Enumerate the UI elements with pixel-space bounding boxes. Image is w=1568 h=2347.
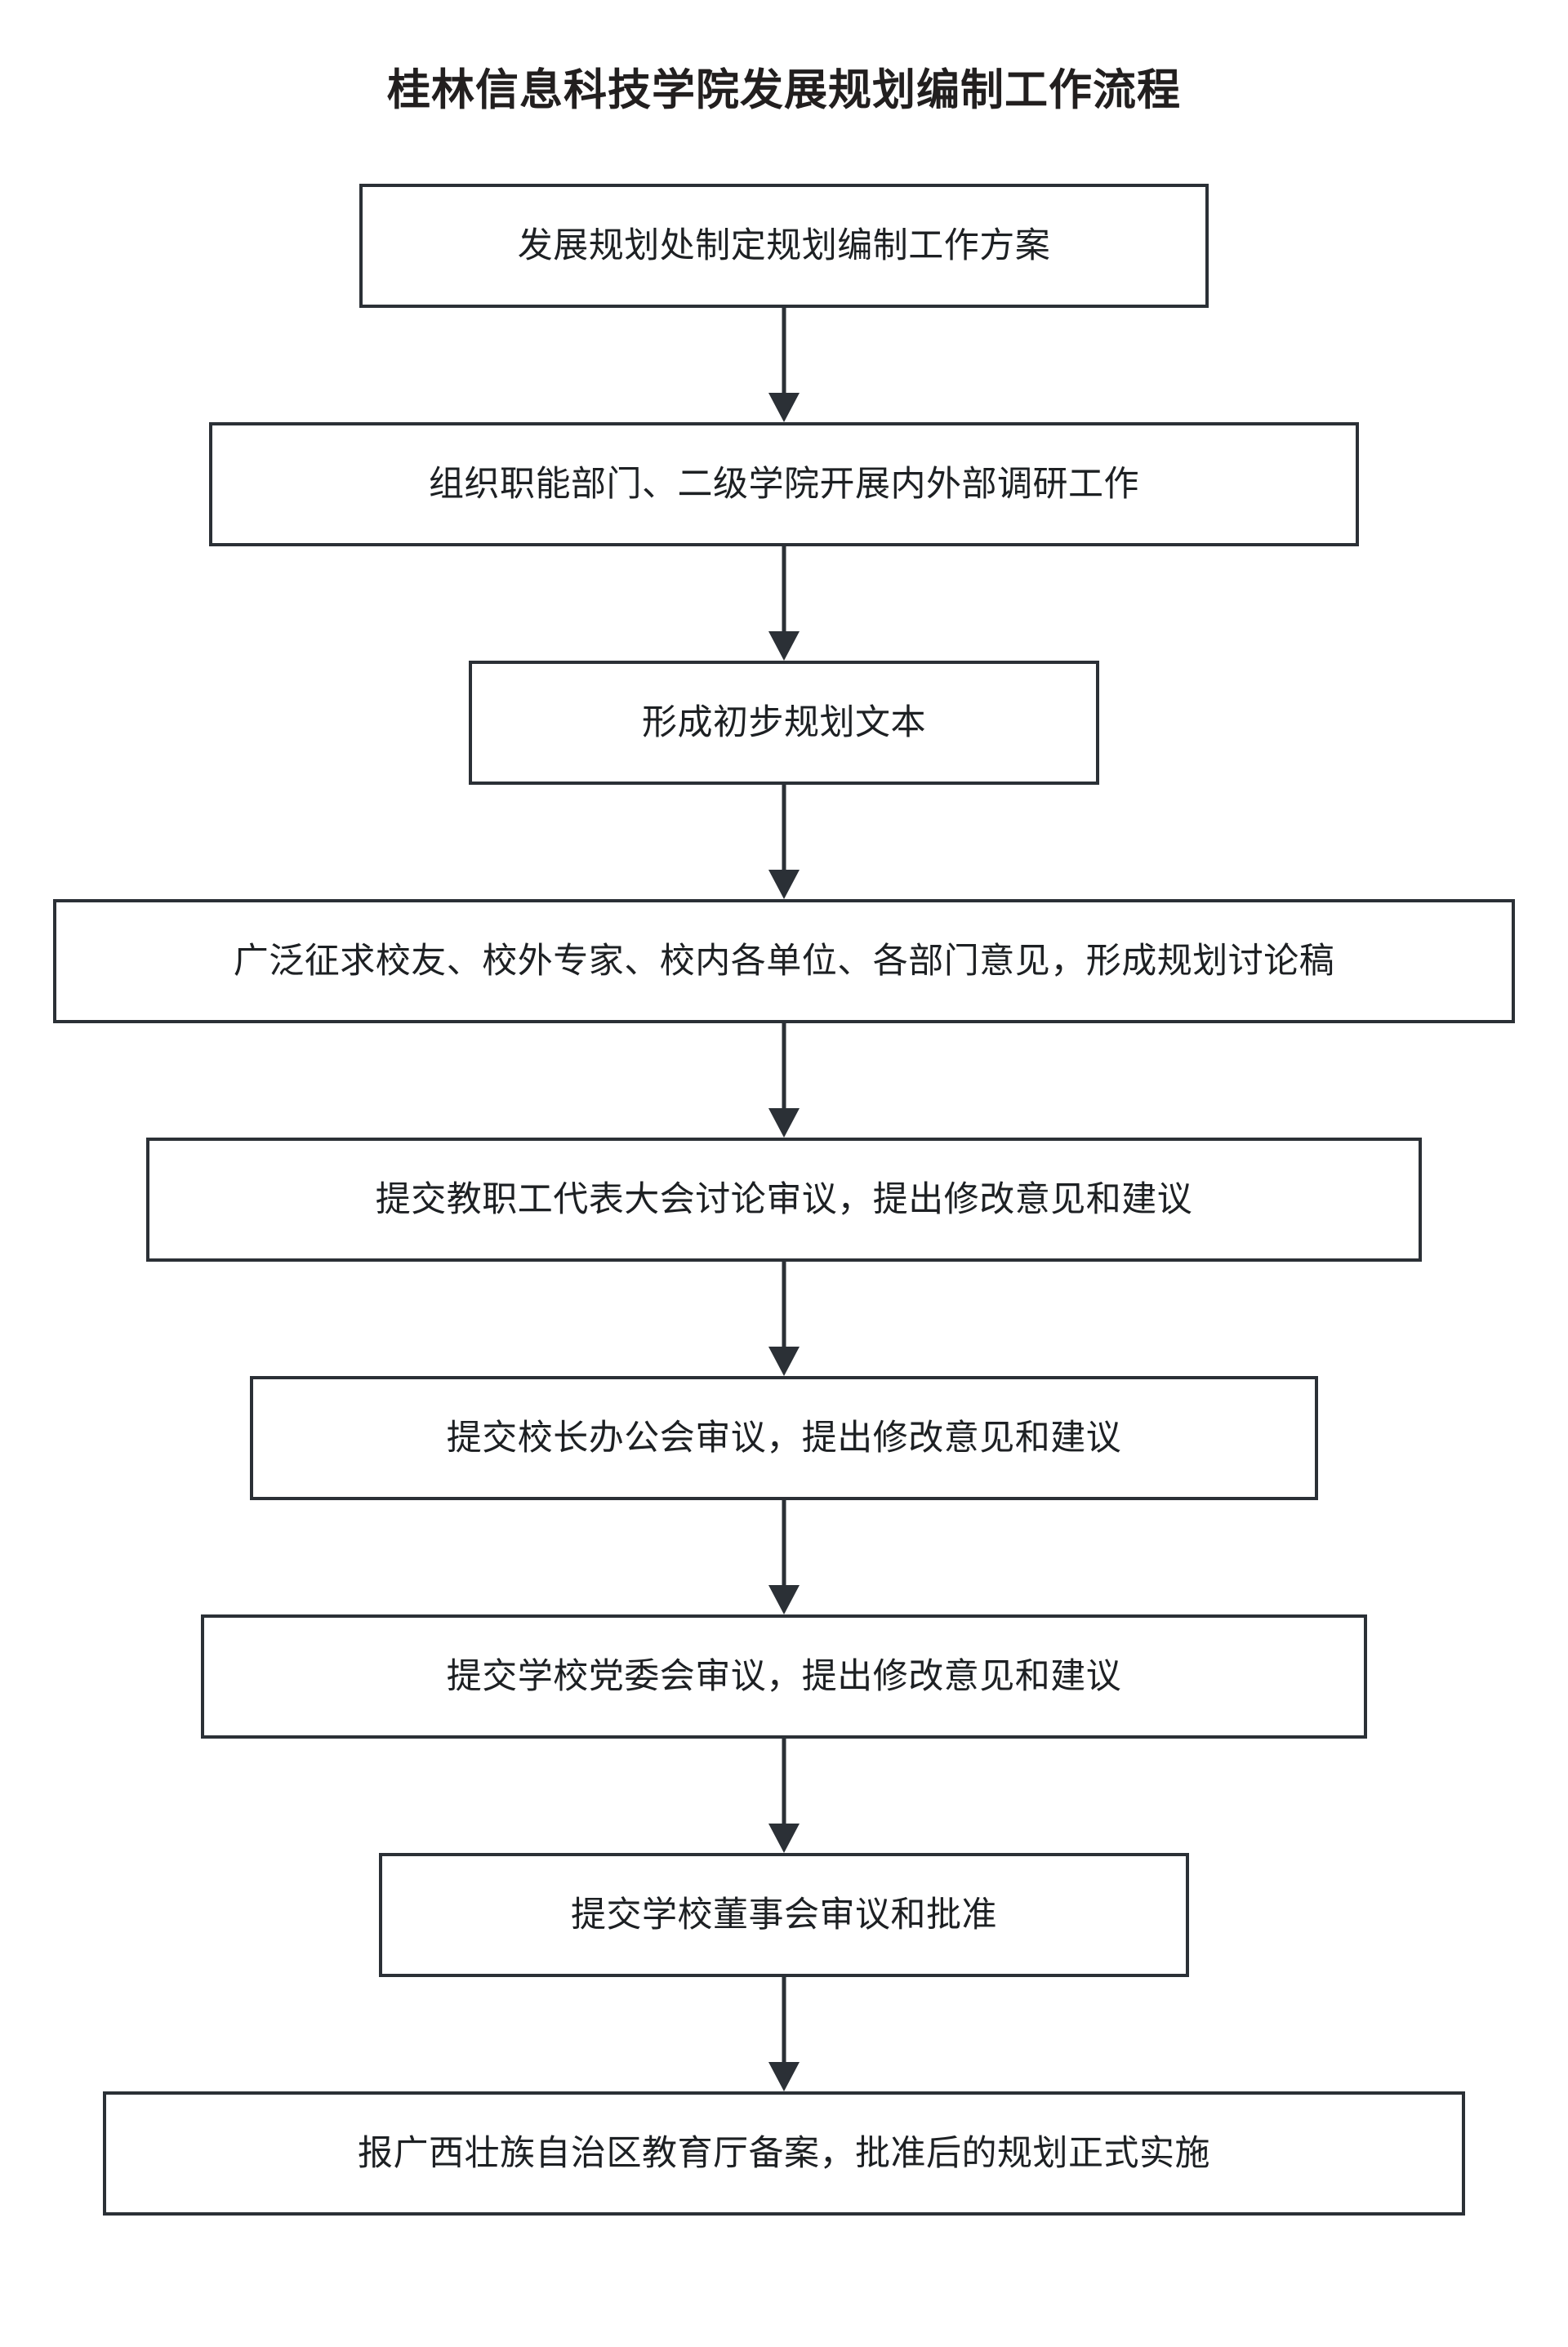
down-arrow-icon — [768, 546, 800, 661]
arrow-head — [768, 2062, 800, 2091]
flow-node-label: 形成初步规划文本 — [642, 702, 926, 742]
down-arrow-icon — [768, 1023, 800, 1138]
arrow-stem — [782, 1977, 786, 2065]
arrow-stem — [782, 785, 786, 873]
flow-node-label: 提交学校董事会审议和批准 — [571, 1895, 997, 1935]
arrow-stem — [782, 546, 786, 635]
arrow-stem — [782, 1739, 786, 1827]
arrow-stem — [782, 1023, 786, 1111]
flow-node-label: 报广西壮族自治区教育厅备案，批准后的规划正式实施 — [358, 2133, 1210, 2173]
flow-node-label: 发展规划处制定规划编制工作方案 — [517, 225, 1051, 265]
flow-node-5[interactable]: 提交教职工代表大会讨论审议，提出修改意见和建议 — [146, 1138, 1422, 1262]
down-arrow-icon — [768, 1500, 800, 1614]
arrow-head — [768, 631, 800, 661]
flow-node-2[interactable]: 组织职能部门、二级学院开展内外部调研工作 — [209, 422, 1359, 546]
flow-node-label: 提交教职工代表大会讨论审议，提出修改意见和建议 — [375, 1179, 1193, 1219]
flow-node-4[interactable]: 广泛征求校友、校外专家、校内各单位、各部门意见，形成规划讨论稿 — [53, 899, 1515, 1023]
down-arrow-icon — [768, 308, 800, 422]
down-arrow-icon — [768, 785, 800, 899]
flow-node-7[interactable]: 提交学校党委会审议，提出修改意见和建议 — [201, 1614, 1367, 1739]
flow-node-label: 提交校长办公会审议，提出修改意见和建议 — [446, 1418, 1122, 1458]
down-arrow-icon — [768, 1262, 800, 1376]
arrow-head — [768, 1347, 800, 1376]
flow-node-8[interactable]: 提交学校董事会审议和批准 — [379, 1853, 1189, 1977]
flow-node-1[interactable]: 发展规划处制定规划编制工作方案 — [359, 184, 1209, 308]
down-arrow-icon — [768, 1977, 800, 2091]
arrow-head — [768, 870, 800, 899]
flow-node-label: 组织职能部门、二级学院开展内外部调研工作 — [429, 464, 1139, 504]
arrow-head — [768, 1824, 800, 1853]
page-title: 桂林信息科技学院发展规划编制工作流程 — [387, 66, 1181, 114]
down-arrow-icon — [768, 1739, 800, 1853]
arrow-stem — [782, 1262, 786, 1350]
arrow-head — [768, 1585, 800, 1614]
arrow-head — [768, 1108, 800, 1138]
flow-node-6[interactable]: 提交校长办公会审议，提出修改意见和建议 — [250, 1376, 1318, 1500]
arrow-head — [768, 393, 800, 422]
flow-node-9[interactable]: 报广西壮族自治区教育厅备案，批准后的规划正式实施 — [103, 2091, 1465, 2216]
flow-node-3[interactable]: 形成初步规划文本 — [469, 661, 1099, 785]
flowchart-container: 发展规划处制定规划编制工作方案 组织职能部门、二级学院开展内外部调研工作 形成初… — [0, 184, 1568, 2216]
arrow-stem — [782, 308, 786, 396]
flow-node-label: 提交学校党委会审议，提出修改意见和建议 — [446, 1656, 1122, 1696]
flow-node-label: 广泛征求校友、校外专家、校内各单位、各部门意见，形成规划讨论稿 — [233, 941, 1335, 981]
arrow-stem — [782, 1500, 786, 1588]
